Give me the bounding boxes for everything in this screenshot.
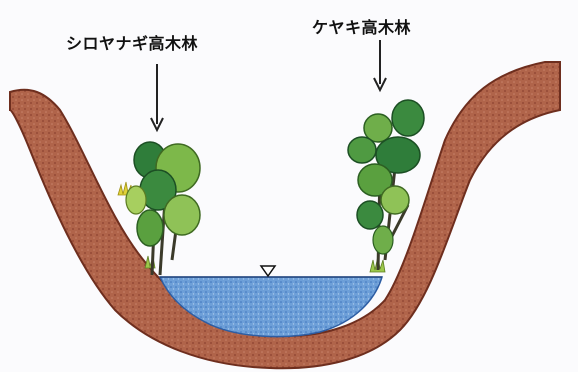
label-shiroyanagi-forest: シロヤナギ高木林 (66, 30, 198, 54)
arrow-down-icon (374, 40, 386, 90)
label-keyaki-forest: ケヤキ高木林 (312, 14, 411, 38)
triangle-down-icon (261, 266, 275, 276)
arrow-down-icon (151, 64, 163, 130)
